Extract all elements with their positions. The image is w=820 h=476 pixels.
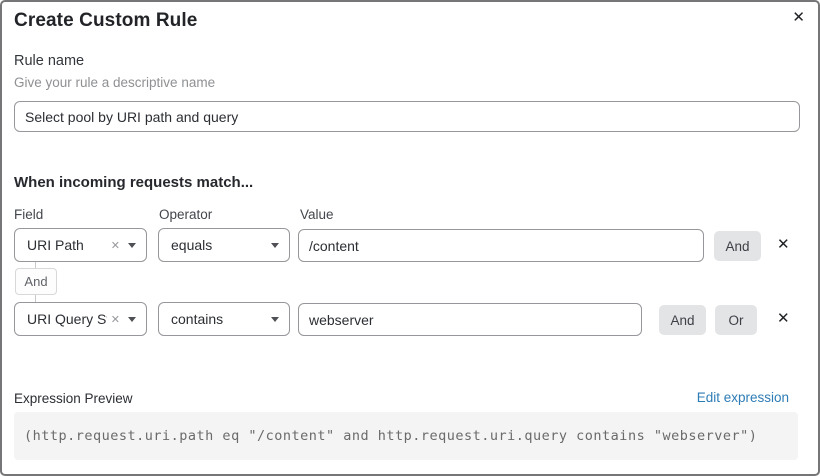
- value-input-row2[interactable]: [298, 303, 642, 336]
- field-column-label: Field: [14, 207, 44, 222]
- delete-row2-icon[interactable]: ✕: [777, 310, 790, 327]
- match-section-heading: When incoming requests match...: [14, 174, 254, 191]
- value-input-row1[interactable]: [298, 229, 704, 262]
- and-button-row2[interactable]: And: [659, 305, 706, 335]
- delete-row1-icon[interactable]: ✕: [777, 236, 790, 253]
- chevron-down-icon[interactable]: [128, 316, 136, 322]
- clear-icon[interactable]: ✕: [110, 313, 120, 326]
- expression-code-box: (http.request.uri.path eq "/content" and…: [14, 412, 798, 460]
- chevron-down-icon[interactable]: [128, 242, 136, 248]
- close-icon[interactable]: ✕: [792, 9, 805, 26]
- field-select-row2[interactable]: URI Query St... ✕: [14, 302, 147, 336]
- chevron-down-icon[interactable]: [271, 242, 279, 248]
- rule-name-input[interactable]: [14, 101, 800, 132]
- operator-select-row2[interactable]: contains: [158, 302, 290, 336]
- rule-name-helper-text: Give your rule a descriptive name: [14, 75, 216, 90]
- operator-select-row2-value: contains: [171, 311, 224, 327]
- operator-column-label: Operator: [159, 207, 213, 222]
- and-button-row1[interactable]: And: [714, 231, 761, 261]
- and-connector-badge: And: [15, 268, 57, 295]
- page-title: Create Custom Rule: [14, 10, 198, 31]
- edit-expression-link[interactable]: Edit expression: [696, 390, 789, 405]
- value-column-label: Value: [300, 207, 334, 222]
- clear-icon[interactable]: ✕: [110, 239, 120, 252]
- rule-name-label: Rule name: [14, 53, 85, 69]
- operator-select-row1-value: equals: [171, 237, 213, 253]
- or-button-row2[interactable]: Or: [715, 305, 757, 335]
- expression-code: (http.request.uri.path eq "/content" and…: [24, 428, 758, 444]
- chevron-down-icon[interactable]: [271, 316, 279, 322]
- field-select-row2-value: URI Query St...: [27, 311, 107, 327]
- operator-select-row1[interactable]: equals: [158, 228, 290, 262]
- field-select-row1[interactable]: URI Path ✕: [14, 228, 147, 262]
- expression-preview-label: Expression Preview: [14, 391, 133, 406]
- field-select-row1-value: URI Path: [27, 237, 84, 253]
